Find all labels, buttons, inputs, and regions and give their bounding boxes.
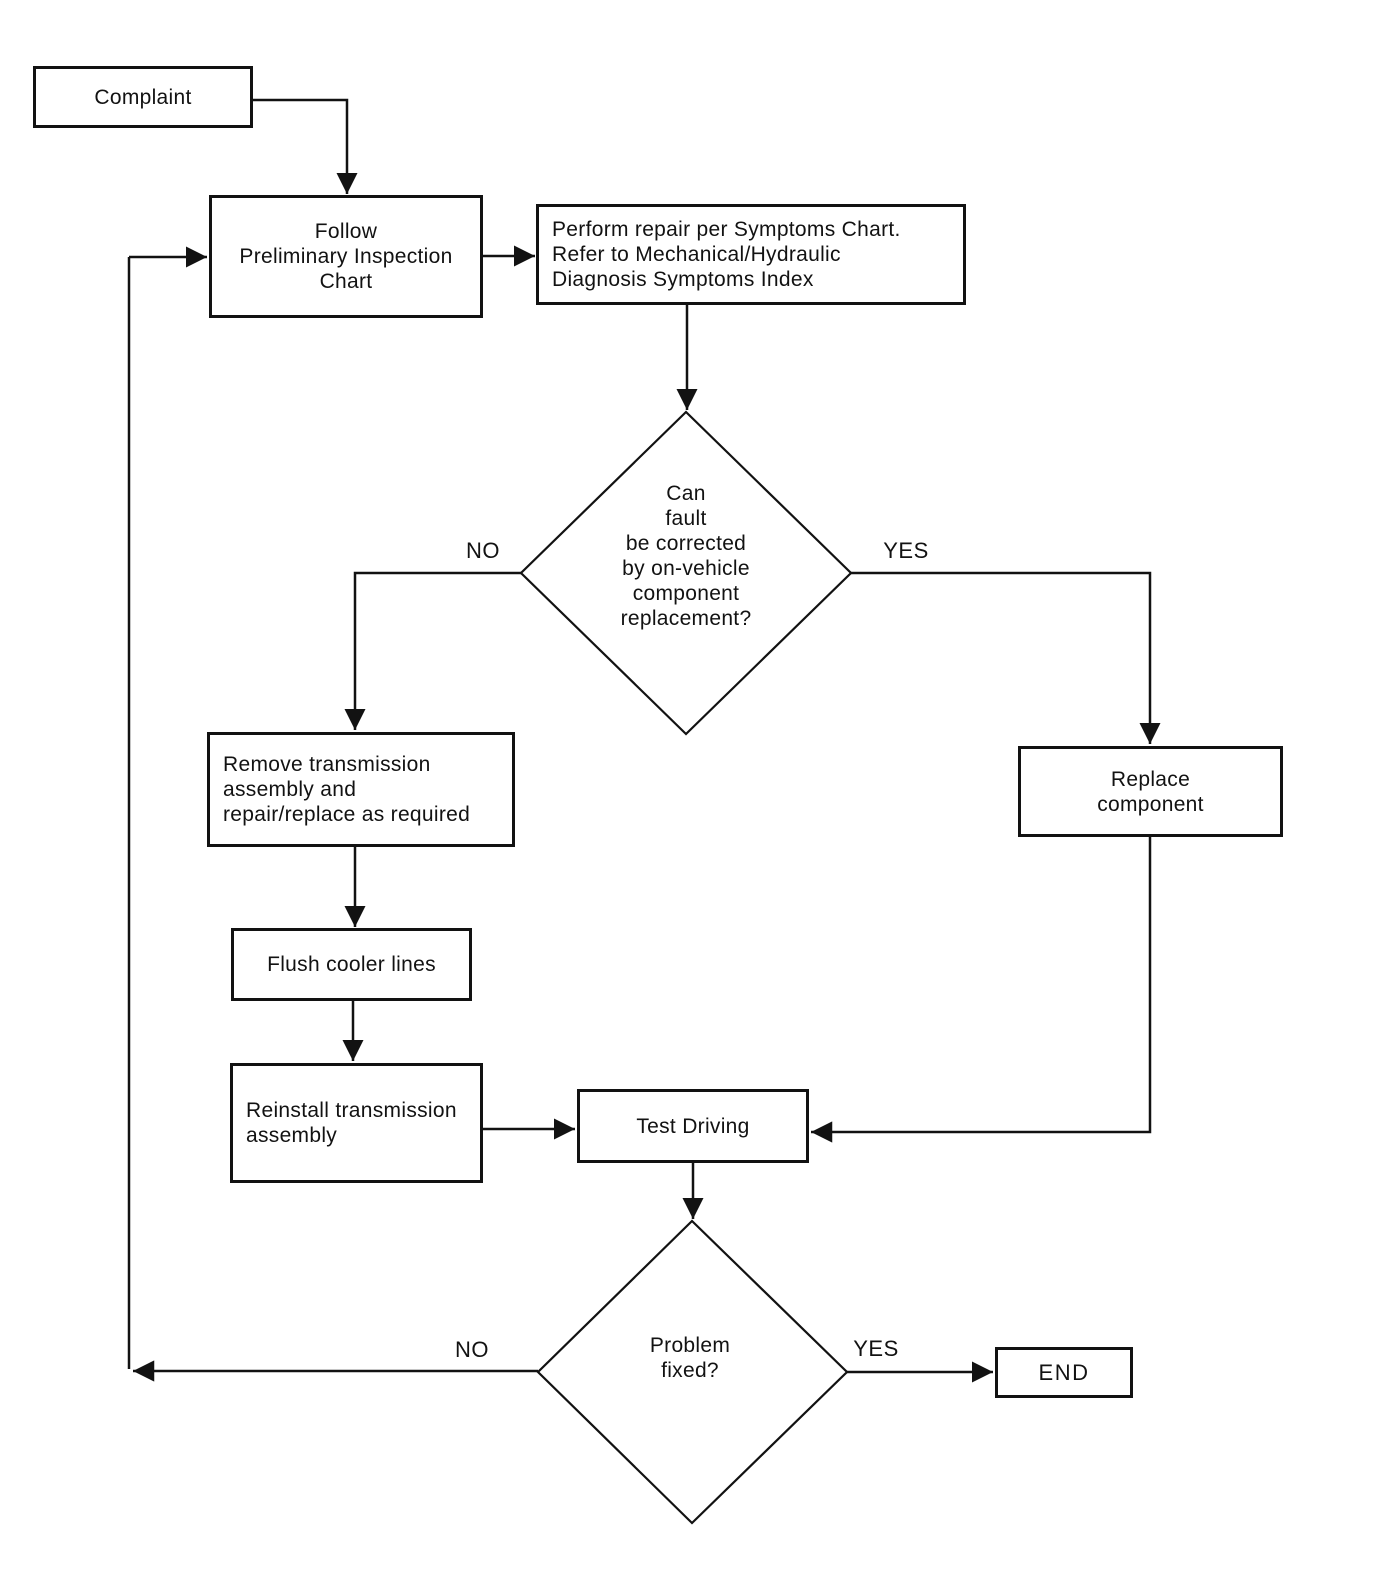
reinstall-transmission-node: Reinstall transmission assembly: [230, 1063, 483, 1183]
problem-fixed-label: Problem fixed?: [649, 1334, 731, 1382]
fault-no-label: NO: [466, 538, 500, 563]
fault-decision-label: Can fault be corrected by on-vehicle com…: [620, 482, 752, 630]
follow-preliminary-inspection-node: Follow Preliminary Inspection Chart: [209, 195, 483, 318]
problem-fixed-diamond: [536, 1219, 849, 1525]
problem-yes-label: YES: [853, 1336, 899, 1361]
connector-replace-to-test-driving: [811, 837, 1152, 1143]
complaint-node: Complaint: [33, 66, 253, 128]
connector-fault-no-to-remove: [344, 571, 521, 730]
flush-cooler-lines-node: Flush cooler lines: [231, 928, 472, 1001]
fault-yes-label: YES: [883, 538, 929, 563]
test-driving-node: Test Driving: [577, 1089, 809, 1163]
connector-complaint-to-follow: [253, 98, 358, 194]
fault-decision-diamond: [519, 410, 853, 736]
problem-no-label: NO: [455, 1337, 489, 1362]
replace-component-node: Replace component: [1018, 746, 1283, 837]
remove-transmission-node: Remove transmission assembly and repair/…: [207, 732, 515, 847]
end-node: END: [995, 1347, 1133, 1398]
connector-fault-yes-to-replace: [851, 571, 1161, 744]
perform-repair-node: Perform repair per Symptoms Chart. Refer…: [536, 204, 966, 305]
